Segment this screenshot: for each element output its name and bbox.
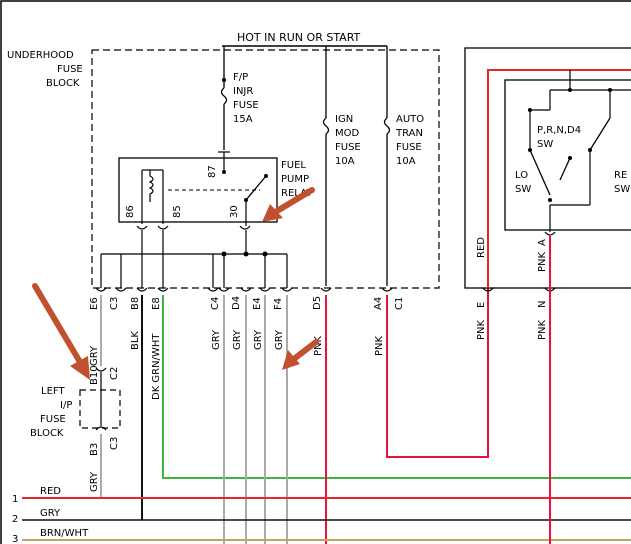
pin-d4: D4 [231, 296, 242, 310]
wire-label-pnk-n: PNK [537, 319, 548, 340]
wire-e8-grn [162, 295, 631, 479]
wire-label-dkgrn: DK GRN/WHT [151, 333, 162, 400]
bus-label-3: BRN/WHT [40, 528, 89, 539]
left-ip-label-1: LEFT [41, 386, 65, 397]
pin-c3: C3 [109, 297, 120, 310]
wire-label-gry-d4: GRY [232, 329, 243, 350]
auto-tran-fuse-icon [383, 117, 391, 135]
left-ip-label-2: I/P [60, 400, 72, 411]
wire-label-pnk-e: PNK [476, 319, 487, 340]
pin-c2: C2 [109, 367, 120, 380]
fp-injr-label-1: F/P [233, 72, 248, 83]
auto-tran-label-1: AUTO [396, 114, 424, 125]
pin-e8: E8 [151, 297, 162, 310]
wire-label-gry-b3: GRY [89, 471, 100, 492]
trans-range-switch-inner [504, 79, 631, 231]
left-ip-fuse-block [79, 389, 121, 429]
switch-prnd4-label-2: SW [537, 139, 553, 150]
pin-c1: C1 [394, 297, 405, 310]
wire-label-pnk-a-right: PNK [537, 251, 548, 272]
relay-coil-icon [148, 170, 154, 202]
fp-injr-label-4: 15A [233, 114, 253, 125]
pin-a4: A4 [373, 297, 384, 310]
left-ip-label-3: FUSE [40, 414, 66, 425]
underhood-label-2: FUSE [57, 64, 83, 75]
switch-lo-label-2: SW [515, 184, 531, 195]
auto-tran-label-4: 10A [396, 156, 416, 167]
bus-label-2: GRY [40, 508, 61, 519]
ign-mod-fuse-icon [322, 117, 330, 135]
pin-d5: D5 [312, 296, 323, 310]
bus-num-2: 2 [12, 514, 18, 525]
wire-label-gry-e4: GRY [253, 329, 264, 350]
wire-label-gry-f4: GRY [274, 329, 285, 350]
annotation-arrow-fuse-block [32, 283, 90, 380]
pin-b8: B8 [130, 297, 141, 310]
ign-mod-label-1: IGN [335, 114, 353, 125]
relay-label-1: FUEL [281, 160, 306, 171]
wire-label-pnk-d5: PNK [313, 335, 324, 356]
bus-label-1: RED [40, 486, 61, 497]
pin-e6: E6 [89, 297, 100, 310]
annotation-arrow-relay [262, 187, 315, 222]
left-ip-label-4: BLOCK [30, 428, 64, 439]
switch-re-label-1: RE [614, 170, 627, 181]
wire-label-gry-c4: GRY [211, 329, 222, 350]
ign-mod-label-4: 10A [335, 156, 355, 167]
pin-c4: C4 [210, 297, 221, 310]
wire-a4-pnk [386, 288, 489, 458]
switch-re-label-2: SW [614, 184, 630, 195]
relay-pin-30: 30 [229, 205, 240, 218]
pin-b10: B10 [89, 365, 100, 385]
auto-tran-label-3: FUSE [396, 142, 422, 153]
bus-num-3: 3 [12, 534, 18, 544]
connector-brackets [95, 287, 393, 292]
fp-injr-fuse-icon [220, 87, 228, 105]
wire-label-pnk-a4: PNK [374, 335, 385, 356]
underhood-fuse-block [91, 49, 440, 289]
trans-range-switch-block [464, 47, 631, 289]
pin-n-right: N [537, 301, 548, 308]
wire-label-blk: BLK [130, 331, 141, 350]
pin-f4: F4 [273, 298, 284, 310]
wire-red-internal [487, 69, 631, 288]
fuel-pump-relay [118, 157, 278, 223]
switch-lo-label-1: LO [515, 170, 528, 181]
pin-b3: B3 [89, 443, 100, 456]
pin-e4: E4 [252, 297, 263, 310]
relay-label-3: RELAY [281, 188, 313, 199]
header-label: HOT IN RUN OR START [237, 31, 361, 44]
fp-injr-label-3: FUSE [233, 100, 259, 111]
switch-prnd4-label-1: P,R,N,D4 [537, 125, 581, 136]
relay-pin-85: 85 [172, 205, 183, 218]
wire-label-gry-e6: GRY [89, 345, 100, 366]
pin-a-right: A [537, 239, 548, 246]
bus-num-1: 1 [12, 494, 18, 505]
pin-c3-lower: C3 [109, 437, 120, 450]
fp-injr-label-2: INJR [233, 86, 253, 97]
underhood-label-3: BLOCK [46, 78, 80, 89]
wire-label-red-right: RED [476, 237, 487, 258]
annotation-arrow-gry-wires [282, 339, 319, 370]
auto-tran-label-2: TRAN [395, 128, 423, 139]
ign-mod-label-3: FUSE [335, 142, 361, 153]
relay-pin-86: 86 [125, 205, 136, 218]
relay-pin-87: 87 [207, 165, 218, 178]
pin-e-right: E [476, 302, 487, 308]
ign-mod-label-2: MOD [335, 128, 359, 139]
relay-label-2: PUMP [281, 174, 309, 185]
underhood-label-1: UNDERHOOD [7, 50, 74, 61]
